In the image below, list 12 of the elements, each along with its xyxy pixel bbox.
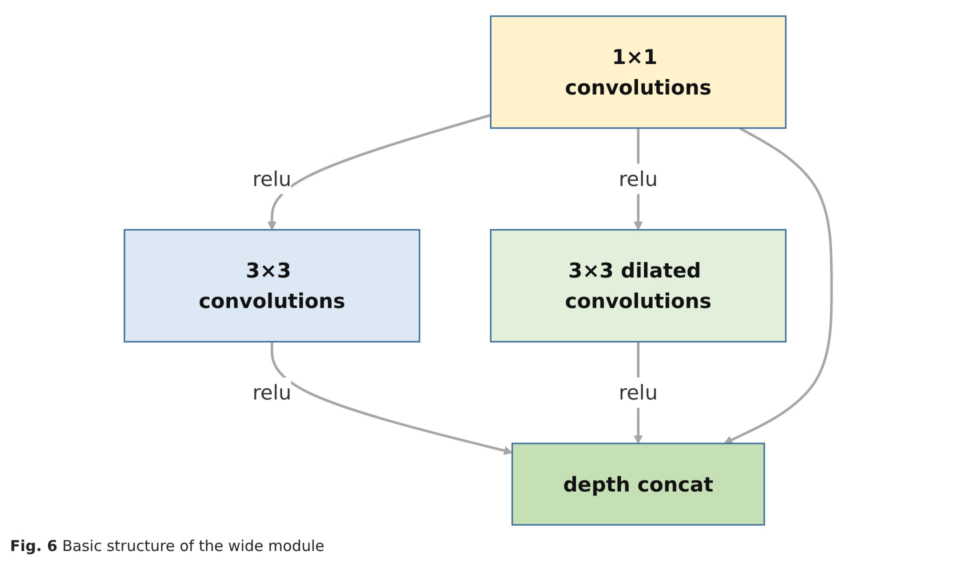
arrow bbox=[724, 126, 833, 444]
edge-label: relu bbox=[252, 166, 292, 192]
node-box: 1×1 convolutions bbox=[490, 15, 787, 129]
edge-label: relu bbox=[252, 380, 292, 405]
arrow bbox=[270, 342, 513, 456]
edge-label: relu bbox=[618, 166, 658, 192]
arrow bbox=[268, 114, 492, 230]
figure-caption: Fig. 6 Basic structure of the wide module bbox=[10, 536, 326, 555]
node-box: depth concat bbox=[511, 442, 766, 526]
node-box: 3×3 dilated convolutions bbox=[490, 229, 787, 342]
edge-label: relu bbox=[618, 380, 658, 405]
node-box: 3×3 convolutions bbox=[124, 229, 420, 342]
